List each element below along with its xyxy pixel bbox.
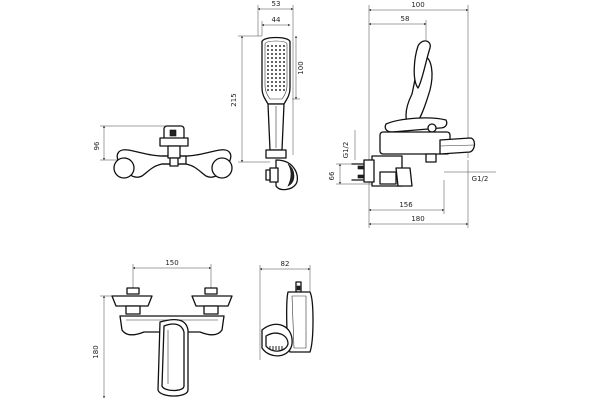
nozzle-dot: [271, 89, 273, 91]
dim-53: 53: [272, 0, 281, 8]
nozzle-grid: [267, 45, 285, 91]
nozzle-dot: [267, 61, 269, 63]
nozzle-dot: [275, 45, 277, 47]
nozzle-dot: [275, 49, 277, 51]
nozzle-dot: [283, 69, 285, 71]
nozzle-dot: [283, 49, 285, 51]
nozzle-dot: [275, 61, 277, 63]
nozzle-dot: [275, 69, 277, 71]
nozzle-dot: [275, 65, 277, 67]
nozzle-dot: [279, 45, 281, 47]
nozzle-dot: [283, 53, 285, 55]
nozzle-dot: [267, 45, 269, 47]
nozzle-dot: [283, 85, 285, 87]
nozzle-dot: [279, 49, 281, 51]
nozzle-dot: [271, 53, 273, 55]
nozzle-dot: [267, 49, 269, 51]
nozzle-dot: [279, 69, 281, 71]
nozzle-dot: [271, 81, 273, 83]
nozzle-dot: [279, 89, 281, 91]
nozzle-dot: [275, 81, 277, 83]
nozzle-dot: [275, 77, 277, 79]
hand-shower: 53 44 100 215: [230, 0, 305, 191]
bottom-side-view: 82: [259, 260, 314, 360]
nozzle-dot: [267, 69, 269, 71]
nozzle-dot: [267, 89, 269, 91]
nozzle-dot: [283, 81, 285, 83]
nozzle-dot: [267, 57, 269, 59]
nozzle-dot: [271, 57, 273, 59]
nozzle-dot: [271, 61, 273, 63]
nozzle-dot: [279, 61, 281, 63]
nozzle-dot: [271, 85, 273, 87]
nozzle-dot: [279, 77, 281, 79]
nozzle-dot: [279, 81, 281, 83]
dim-58: 58: [401, 15, 410, 23]
nozzle-dot: [279, 57, 281, 59]
nozzle-dot: [267, 73, 269, 75]
dim-150: 150: [165, 259, 178, 267]
nozzle-dot: [267, 81, 269, 83]
nozzle-dot: [275, 73, 277, 75]
bottom-front-view: 150 180: [92, 259, 233, 399]
nozzle-dot: [279, 73, 281, 75]
nozzle-dot: [275, 53, 277, 55]
nozzle-dot: [283, 77, 285, 79]
dim-g12-right: G1/2: [472, 175, 489, 183]
dim-215: 215: [230, 93, 238, 106]
dim-100-side: 100: [411, 1, 424, 9]
dim-180-bottom: 180: [92, 345, 100, 358]
nozzle-dot: [275, 89, 277, 91]
nozzle-dot: [279, 65, 281, 67]
nozzle-dot: [283, 65, 285, 67]
dim-g12-left: G1/2: [342, 142, 350, 159]
dim-180-side: 180: [411, 215, 424, 223]
dim-100-head: 100: [297, 61, 305, 74]
nozzle-dot: [267, 77, 269, 79]
nozzle-dot: [271, 73, 273, 75]
nozzle-dot: [267, 53, 269, 55]
nozzle-dot: [271, 77, 273, 79]
outlet-aerator: [269, 346, 283, 350]
nozzle-dot: [267, 85, 269, 87]
dim-66: 66: [328, 171, 336, 180]
nozzle-dot: [271, 45, 273, 47]
nozzle-dot: [283, 45, 285, 47]
nozzle-dot: [283, 73, 285, 75]
nozzle-dot: [283, 57, 285, 59]
nozzle-dot: [283, 61, 285, 63]
nozzle-dot: [271, 49, 273, 51]
nozzle-dot: [275, 57, 277, 59]
nozzle-dot: [283, 89, 285, 91]
dim-82: 82: [281, 260, 290, 268]
dim-96: 96: [93, 141, 101, 150]
dim-156: 156: [399, 201, 413, 209]
nozzle-dot: [271, 69, 273, 71]
nozzle-dot: [279, 85, 281, 87]
nozzle-dot: [275, 85, 277, 87]
nozzle-dot: [279, 53, 281, 55]
dim-44: 44: [272, 16, 281, 24]
nozzle-dot: [267, 65, 269, 67]
side-view-mixer: 100 58 G1/2 66 G1/2 156 180: [328, 1, 496, 228]
front-view-mixer: 96: [93, 125, 233, 179]
nozzle-dot: [271, 65, 273, 67]
